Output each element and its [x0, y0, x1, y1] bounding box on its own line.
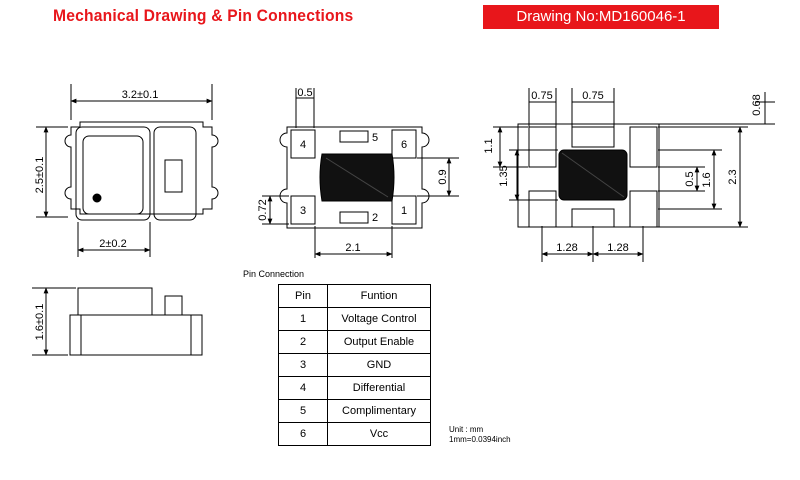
land-pattern [493, 88, 775, 262]
table-row: 1 Voltage Control [278, 307, 431, 331]
land-span-label: 1.6 [701, 172, 713, 187]
pin-table-caption: Pin Connection [243, 269, 305, 279]
header-function: Funtion [327, 284, 431, 308]
pitch-label: 2.1 [345, 242, 360, 254]
side-lid [77, 287, 153, 316]
pin-label-6: 6 [401, 139, 407, 151]
pad-1 [391, 195, 417, 225]
pad-4 [290, 129, 316, 159]
pin-function: Output Enable [327, 330, 431, 354]
right-gap-label: 0.9 [437, 169, 449, 184]
pin-number: 6 [278, 422, 328, 446]
pad-height-label: 0.72 [257, 199, 269, 220]
pad-3 [290, 195, 316, 225]
land-gap-label: 0.5 [684, 171, 696, 186]
pin-label-3: 3 [300, 205, 306, 217]
table-row: 3 GND [278, 353, 431, 377]
land-total-label: 2.3 [727, 169, 739, 184]
package-outline [279, 126, 430, 229]
top-view [36, 84, 219, 257]
pin-number: 4 [278, 376, 328, 400]
table-row: 5 Complimentary [278, 399, 431, 423]
bottom-view [262, 88, 459, 258]
pad-width-label: 0.5 [297, 87, 312, 99]
pin-label-2: 2 [372, 212, 378, 224]
pin-function: Voltage Control [327, 307, 431, 331]
page-title: Mechanical Drawing & Pin Connections [53, 6, 354, 25]
pad-2 [339, 211, 369, 224]
land-pad-tr [629, 126, 658, 168]
pin-number: 1 [278, 307, 328, 331]
land-padw-left-label: 0.75 [531, 90, 552, 102]
side-chip [164, 159, 183, 193]
land-padw-right-label: 0.75 [582, 90, 603, 102]
land-pad-tl [528, 126, 557, 168]
top-height-label: 2.5±0.1 [34, 157, 46, 194]
lid-inner [82, 135, 144, 215]
side-frame [153, 126, 197, 221]
pin-connection-table: Pin Funtion 1 Voltage Control 2 Output E… [278, 284, 431, 446]
land-bottom-left-label: 1.28 [556, 242, 577, 254]
land-bottom-right-label: 1.28 [607, 242, 628, 254]
side-height-label: 1.6±0.1 [34, 304, 46, 341]
pad-5 [339, 130, 369, 143]
table-row: 4 Differential [278, 376, 431, 400]
top-width-label: 3.2±0.1 [122, 89, 159, 101]
conversion-line: 1mm=0.0394inch [449, 435, 511, 444]
pin-function: Differential [327, 376, 431, 400]
side-body [69, 314, 203, 356]
table-header-row: Pin Funtion [278, 284, 431, 308]
pin-number: 3 [278, 353, 328, 377]
pin1-dot [92, 193, 102, 203]
pin-label-5: 5 [372, 132, 378, 144]
pin-label-1: 1 [401, 205, 407, 217]
table-row: 2 Output Enable [278, 330, 431, 354]
unit-line: Unit : mm [449, 425, 484, 434]
land-pad-top [571, 126, 615, 148]
pad-6 [391, 129, 417, 159]
side-chip [164, 295, 183, 316]
side-view [32, 287, 203, 356]
land-top-right-label: 0.68 [751, 94, 763, 115]
package-outline [64, 121, 219, 215]
pin-function: GND [327, 353, 431, 377]
top-inner-label: 2±0.2 [99, 238, 126, 250]
lid-frame [75, 126, 151, 221]
bottom-pin-labels: 4 5 6 3 2 1 [300, 132, 407, 224]
pin-function: Complimentary [327, 399, 431, 423]
land-center-h-label: 1.35 [498, 165, 510, 186]
header-pin: Pin [278, 284, 328, 308]
pin-label-4: 4 [300, 139, 306, 151]
land-pad-h-label: 1.1 [483, 138, 495, 153]
pin-number: 2 [278, 330, 328, 354]
pin-function: Vcc [327, 422, 431, 446]
unit-note: Unit : mm 1mm=0.0394inch [449, 425, 511, 445]
pin-number: 5 [278, 399, 328, 423]
table-row: 6 Vcc [278, 422, 431, 446]
drawing-number-badge: Drawing No:MD160046-1 [483, 5, 719, 29]
